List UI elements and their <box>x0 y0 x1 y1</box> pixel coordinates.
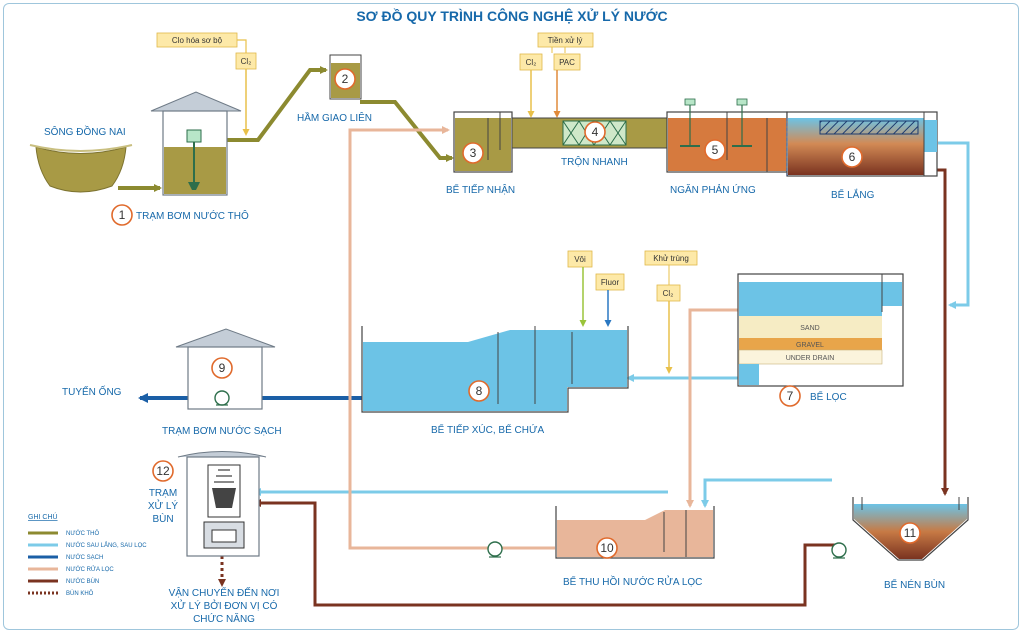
pac-tag: PAC <box>559 58 575 67</box>
reaction-chamber <box>666 98 788 173</box>
prechlor-tag: Clo hóa sơ bộ <box>172 36 223 45</box>
raw-water-pump-station <box>150 91 242 196</box>
pipe-return-to-recovery <box>701 478 832 508</box>
pipe-backwash-from-filter <box>686 308 738 508</box>
unit-10-badge <box>596 537 618 559</box>
unit-6-label: BỂ LẮNG <box>831 188 875 201</box>
unit-9-label: TRẠM BƠM NƯỚC SẠCH <box>162 424 282 437</box>
contact-reservoir <box>361 326 629 413</box>
pipe-backwash-recycle <box>348 126 555 550</box>
legend-label-4: NƯỚC BÙN <box>66 578 99 585</box>
unit-4-number: 4 <box>592 125 599 139</box>
unit-8-label: BỂ TIẾP XÚC, BỂ CHỨA <box>431 423 545 436</box>
outlet-label: TUYẾN ỐNG <box>62 384 122 398</box>
fluor-tag: Fluor <box>601 278 620 287</box>
prechlor-connector <box>237 39 247 53</box>
legend-label-1: NƯỚC SAU LẮNG, SAU LỌC <box>66 541 147 549</box>
legend-label-0: NƯỚC THÔ <box>66 530 99 537</box>
unit-1-badge <box>111 204 133 226</box>
pretreat-connector <box>551 47 566 53</box>
sludge-treatment-station <box>177 451 267 557</box>
unit-1-label: TRẠM BƠM NƯỚC THÔ <box>136 209 249 222</box>
unit-4-badge <box>584 121 606 143</box>
filter-tank <box>737 273 904 387</box>
fluor-tag-box <box>595 273 625 291</box>
legend-items: NƯỚC THÔ NƯỚC SAU LẮNG, SAU LỌC NƯỚC SẠCH N… <box>28 530 147 597</box>
disinfect-tag: Khử trùng <box>653 254 689 263</box>
unit-7-number: 7 <box>787 389 794 403</box>
pac-tag-box <box>553 53 581 71</box>
unit-2-label: HẦM GIAO LIÊN <box>297 111 372 124</box>
pipe-raw-pump-to-junction <box>226 66 328 142</box>
unit-11-label: BỂ NÉN BÙN <box>884 578 945 591</box>
unit-2-badge <box>334 68 356 90</box>
cl2-tag-1: Cl₂ <box>241 57 252 66</box>
unit-12-number: 12 <box>156 464 170 478</box>
unit-6-badge <box>841 146 863 168</box>
legend-label-5: BÙN KHÔ <box>66 590 94 597</box>
unit-8-number: 8 <box>476 384 483 398</box>
unit-4-label: TRỘN NHANH <box>561 155 628 168</box>
pretreat-tag: Tiền xử lý <box>548 36 583 45</box>
unit-11-number: 11 <box>904 526 917 540</box>
transport-line-2: XỬ LÝ BỞI ĐƠN VỊ CÓ <box>171 599 278 612</box>
river-label: SÔNG ĐỒNG NAI <box>44 125 126 138</box>
filter-underdrain-label: UNDER DRAIN <box>786 355 835 362</box>
diagram-frame <box>3 3 1019 630</box>
backwash-pump-icon <box>487 541 503 558</box>
unit-11-badge <box>899 522 921 544</box>
unit-5-number: 5 <box>712 143 719 157</box>
unit-12-label-line-2: XỬ LÝ <box>148 499 179 512</box>
pipe-settled-to-filter <box>938 141 970 309</box>
unit-1-number: 1 <box>119 208 126 222</box>
unit-3-badge <box>462 142 484 164</box>
filter-sand-label: SAND <box>800 325 819 332</box>
legend-label-2: NƯỚC SẠCH <box>66 554 103 561</box>
legend-title: GHI CHÚ <box>28 512 58 521</box>
unit-5-label: NGĂN PHẢN ỨNG <box>670 183 756 196</box>
filter-gravel-label: GRAVEL <box>796 342 824 349</box>
unit-8-badge <box>468 380 490 402</box>
unit-7-badge <box>779 385 801 407</box>
river-basin <box>29 144 133 193</box>
unit-6-number: 6 <box>849 150 856 164</box>
unit-7-label: BỂ LỌC <box>810 390 847 403</box>
unit-9-badge <box>211 357 233 379</box>
transport-line-3: CHỨC NĂNG <box>193 612 255 625</box>
disinfect-tag-box <box>644 250 698 266</box>
unit-2-number: 2 <box>342 72 349 86</box>
transport-line-1: VẬN CHUYỂN ĐẾN NƠI <box>169 586 280 599</box>
backwash-recovery-tank <box>555 506 715 559</box>
sludge-pump-icon <box>831 542 847 559</box>
lime-tag: Vôi <box>574 255 586 264</box>
diagram-title: SƠ ĐỒ QUY TRÌNH CÔNG NGHỆ XỬ LÝ NƯỚC <box>356 7 667 24</box>
unit-5-badge <box>704 139 726 161</box>
legend-label-3: NƯỚC RỬA LỌC <box>66 566 114 573</box>
unit-3-number: 3 <box>470 146 477 160</box>
settling-tank <box>786 111 938 177</box>
lime-tag-box <box>567 250 593 268</box>
unit-10-label: BỂ THU HỒI NƯỚC RỬA LỌC <box>563 575 702 588</box>
pipe-sludge-to-plant <box>253 499 835 607</box>
unit-12-badge <box>152 460 174 482</box>
unit-12-label-line-1: TRẠM <box>149 488 177 499</box>
unit-3-label: BỂ TIẾP NHẬN <box>446 183 515 196</box>
intake-tank <box>453 111 513 173</box>
unit-10-number: 10 <box>600 541 614 555</box>
pipe-sludge-settle-to-thickener <box>925 168 949 496</box>
unit-9-number: 9 <box>219 361 226 375</box>
unit-12-label-line-3: BÙN <box>152 512 173 525</box>
cl2-tag-2: Cl₂ <box>526 58 537 67</box>
cl2-tag-3: Cl₂ <box>663 289 674 298</box>
pipes <box>118 66 970 607</box>
clean-water-pump-icon <box>214 390 230 406</box>
